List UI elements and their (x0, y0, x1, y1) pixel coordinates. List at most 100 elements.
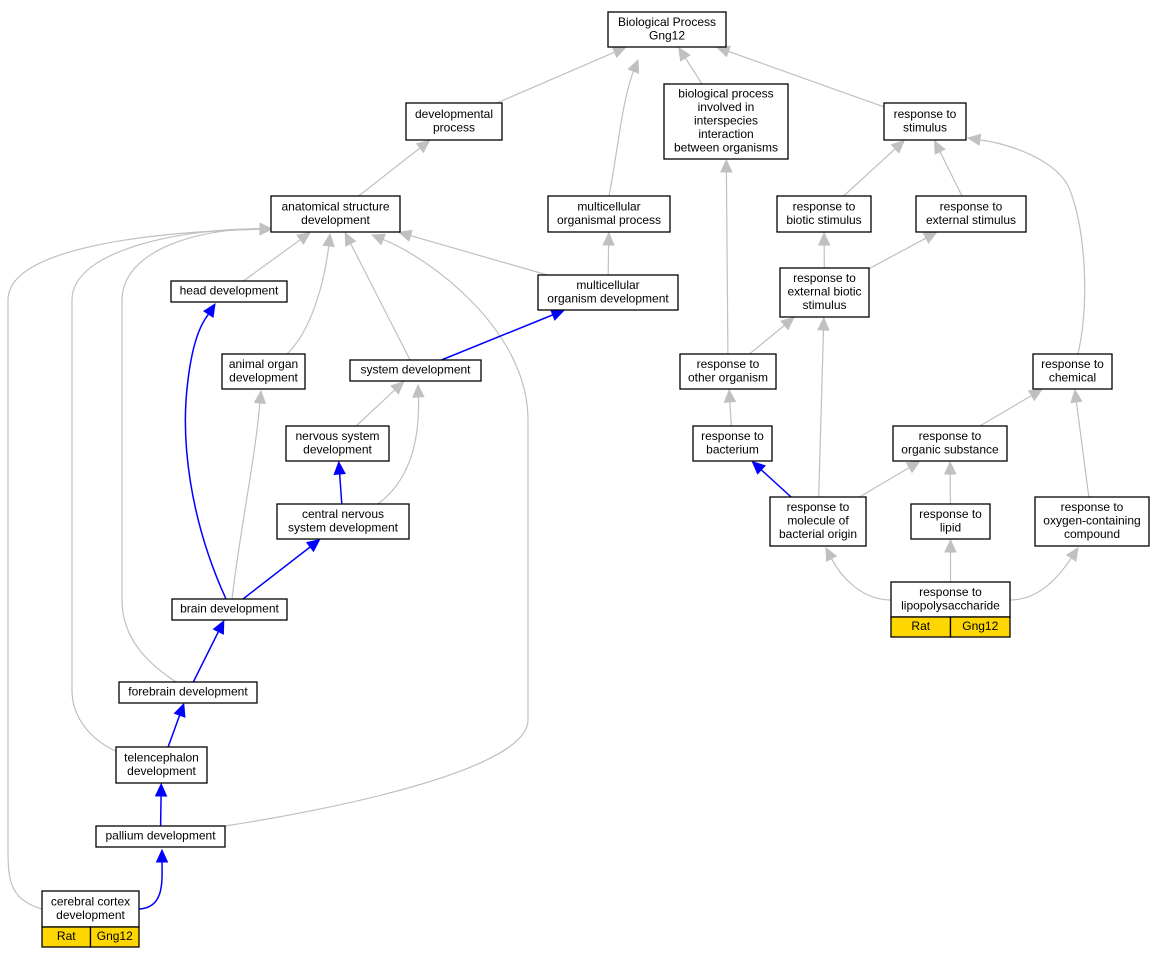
term-label-line: process (433, 120, 475, 134)
term-node-head[interactable]: head development (170, 280, 288, 303)
arrowhead (720, 158, 733, 173)
arrowhead (390, 380, 405, 395)
annotation-tag: Rat (890, 616, 952, 638)
edge-sys-to-anat (344, 231, 411, 361)
edge-pall-to-tele (154, 782, 168, 827)
arrowhead (751, 460, 766, 475)
term-box (547, 195, 671, 233)
term-label-line: lipopolysaccharide (901, 598, 1000, 612)
term-label-line: biological process (678, 87, 773, 101)
arrowhead (549, 309, 566, 321)
term-node-fore[interactable]: forebrain development (118, 681, 258, 704)
term-label-line: response to (793, 199, 856, 213)
term-label-line: biotic stimulus (786, 213, 861, 227)
term-box (883, 102, 967, 141)
edge-lps-to-resp_lipid (944, 538, 957, 582)
term-box (118, 681, 258, 704)
edge-pall-to-anat (224, 233, 529, 827)
arrowhead (1070, 388, 1083, 404)
edge-line (608, 69, 635, 197)
edge-cortex-to-anat (7, 223, 274, 910)
arrowhead (817, 316, 830, 331)
arrowhead (259, 223, 274, 236)
edge-head-to-anat (243, 231, 311, 282)
term-box (779, 267, 870, 318)
term-label-line: development (127, 764, 196, 778)
term-node-sys[interactable]: system development (349, 359, 482, 382)
term-box (679, 353, 777, 390)
edge-line (71, 228, 262, 753)
term-label-line: involved in (698, 100, 755, 114)
term-box (910, 503, 991, 540)
term-label-line: oxygen-containing (1043, 514, 1140, 528)
term-label-line: response to (793, 271, 856, 285)
term-label-line: response to (787, 500, 850, 514)
annotation-tag-label: Rat (911, 619, 930, 633)
edge-multi_dev-to-anat (397, 229, 548, 276)
edge-resp_oxy-to-resp_chem (1070, 388, 1090, 498)
term-label-line: system development (360, 363, 471, 377)
annotation-tag-label: Gng12 (97, 929, 133, 943)
term-label-line: development (301, 213, 370, 227)
annotation-tag-cell (949, 616, 1011, 638)
edge-line (138, 860, 163, 910)
edge-line (496, 51, 616, 104)
edge-line (224, 238, 529, 827)
term-box (221, 353, 306, 390)
term-node-brain[interactable]: brain development (171, 598, 288, 621)
term-box (170, 280, 288, 303)
edge-resp_ext-to-resp_stim (934, 139, 963, 197)
term-label-line: bacterium (706, 442, 759, 456)
annotation-tag: Gng12 (89, 926, 140, 948)
edge-resp_biotic-to-resp_stim (843, 139, 905, 197)
edge-line (749, 324, 786, 355)
term-label-line: cerebral cortex (51, 894, 130, 908)
edge-line (409, 234, 548, 276)
edge-resp_mol-to-resp_ext_biotic (817, 316, 830, 498)
term-box (892, 425, 1008, 462)
term-label-line: multicellular (576, 278, 639, 292)
arrowhead (825, 546, 838, 563)
term-label-line: Biological Process (618, 15, 716, 29)
edge-line (441, 313, 554, 361)
term-node-pall[interactable]: pallium development (95, 825, 226, 848)
edge-line (727, 50, 885, 108)
arrowhead (253, 389, 267, 404)
edge-line (192, 630, 220, 683)
term-box (915, 195, 1027, 233)
edge-lps-to-resp_mol (825, 546, 892, 601)
term-label-line: developmental (415, 107, 493, 121)
edge-bpinter-to-bp (678, 46, 703, 85)
edge-tele-to-anat (71, 222, 274, 753)
term-label-line: multicellular (577, 199, 640, 213)
edge-line (349, 242, 411, 361)
term-box (285, 425, 390, 462)
edge-line (377, 395, 420, 505)
edge-line (1009, 556, 1073, 601)
arrowhead (611, 46, 627, 59)
